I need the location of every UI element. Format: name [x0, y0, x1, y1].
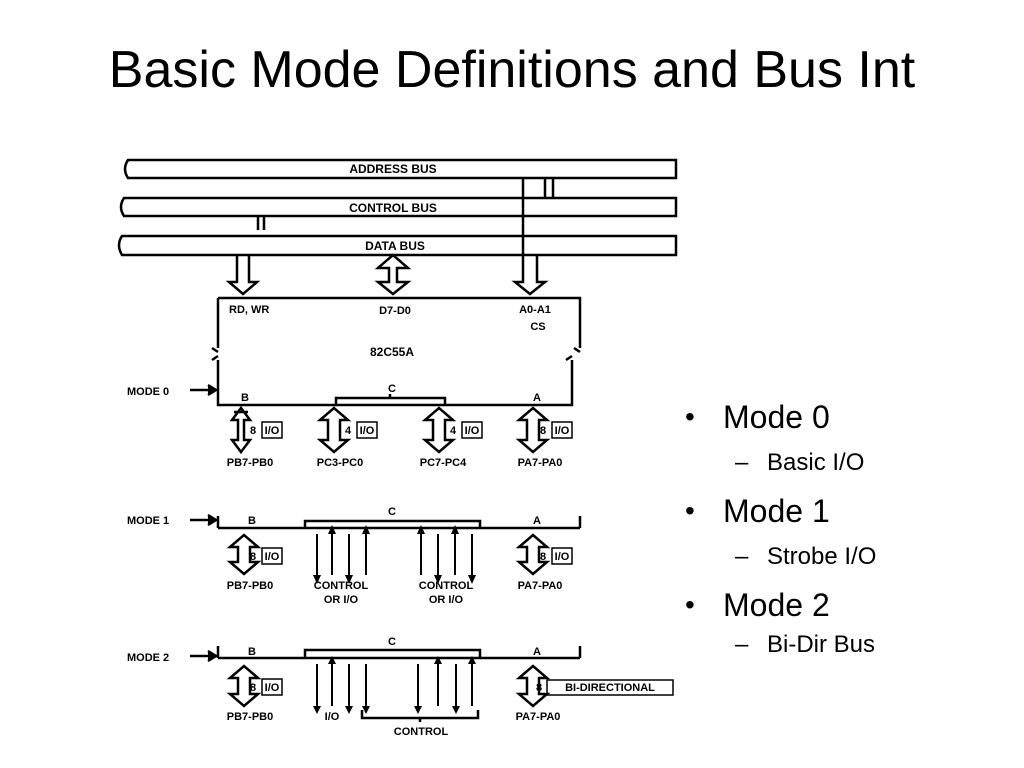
m1-ctrl-left-1: CONTROL — [314, 580, 369, 592]
mode-bullet-list: Mode 0 Basic I/O Mode 1 Strobe I/O Mode … — [683, 398, 1013, 674]
m2-pb-label: PB7-PB0 — [227, 711, 273, 723]
m1-a-width: 8 — [540, 551, 546, 563]
addr-arrow — [511, 178, 549, 296]
mode0-port-b: B — [241, 392, 249, 404]
m2-b-width: 8 — [250, 682, 256, 694]
address-bus — [123, 158, 678, 180]
m2-b-io: I/O — [265, 682, 280, 694]
mode1-port-a: A — [533, 515, 541, 527]
mode2-port-c: C — [388, 636, 396, 648]
m1-b-io: I/O — [265, 551, 280, 563]
mode0-c-bracket — [334, 394, 447, 405]
bullet-mode1: Mode 1 — [683, 492, 1013, 530]
m1-b-arrow — [226, 533, 262, 576]
m2-pa-label: PA7-PA0 — [516, 711, 561, 723]
bullet-mode2: Mode 2 — [683, 586, 1013, 624]
mode1-bus — [216, 516, 582, 530]
mode1-port-c: C — [388, 506, 396, 518]
mode0-port-c: C — [388, 383, 396, 395]
m0-pb-label: PB7-PB0 — [227, 457, 273, 469]
control-bus-label: CONTROL BUS — [349, 201, 437, 215]
cs-label: CS — [530, 321, 545, 333]
mode1-c-bracket — [303, 519, 482, 528]
chip-outline — [216, 296, 582, 407]
mode2-label: MODE 2 — [127, 652, 169, 664]
mode2-port-b: B — [248, 646, 256, 658]
slide-title: Basic Mode Definitions and Bus Int — [108, 41, 916, 99]
m0-cl-io: I/O — [360, 425, 375, 437]
chip-name: 82C55A — [370, 345, 414, 359]
data-arrow — [374, 253, 412, 296]
mode0-port-a: A — [533, 392, 541, 404]
m2-c-io-label: I/O — [325, 711, 340, 723]
sub-bullet-mode1: Strobe I/O — [683, 542, 1013, 572]
m0-a-width: 8 — [540, 425, 546, 437]
m2-a-width: 8 — [536, 682, 542, 694]
rd-wr-label: RD, WR — [229, 304, 269, 316]
mode2-bus — [216, 646, 582, 660]
m2-control-label: CONTROL — [394, 726, 449, 738]
m2-b-arrow — [226, 664, 262, 708]
bullet-mode0: Mode 0 — [683, 398, 1013, 436]
8255-mode-diagram: ADDRESS BUS CONTROL BUS DATA BUS RD, WR … — [117, 158, 678, 738]
m0-ch-width: 4 — [450, 425, 457, 437]
mode0-label: MODE 0 — [127, 386, 169, 398]
m1-ctrl-right-1: CONTROL — [419, 580, 474, 592]
m0-b-io: I/O — [265, 425, 280, 437]
mode1-port-b: B — [248, 515, 256, 527]
mode1-label: MODE 1 — [127, 515, 169, 527]
m1-ctrl-left-2: OR I/O — [324, 594, 359, 606]
mode2-control-bracket — [360, 710, 480, 722]
m0-pa-label: PA7-PA0 — [518, 457, 563, 469]
m0-cl-arrow — [316, 406, 352, 454]
m0-a-arrow — [515, 406, 551, 454]
control-bus — [119, 196, 678, 218]
m0-pch-label: PC7-PC4 — [420, 457, 467, 469]
m0-a-io: I/O — [555, 425, 570, 437]
m1-b-width: 8 — [250, 551, 256, 563]
address-bus-label: ADDRESS BUS — [349, 162, 436, 176]
m1-pb-label: PB7-PB0 — [227, 580, 273, 592]
rd-wr-arrow — [225, 255, 261, 296]
mode2-c-bracket — [303, 648, 482, 658]
m1-a-arrow — [515, 533, 551, 576]
m1-pa-label: PA7-PA0 — [518, 580, 563, 592]
data-bus-label: DATA BUS — [365, 239, 425, 253]
m1-ctrl-right-2: OR I/O — [429, 594, 464, 606]
control-bus-arrow — [256, 216, 266, 230]
m0-pcl-label: PC3-PC0 — [317, 457, 363, 469]
sub-bullet-mode2: Bi-Dir Bus — [683, 630, 1013, 660]
addr-pins-label: A0-A1 — [519, 304, 551, 316]
sub-bullet-mode0: Basic I/O — [683, 448, 1013, 478]
data-bus — [117, 234, 678, 257]
m0-b-arrow — [229, 405, 253, 455]
m0-cl-width: 4 — [345, 425, 352, 437]
data-pins-label: D7-D0 — [379, 305, 411, 317]
addr-arrow-2 — [543, 178, 555, 198]
m0-ch-io: I/O — [465, 425, 480, 437]
mode2-port-a: A — [533, 646, 541, 658]
m2-a-arrow — [515, 664, 551, 708]
m0-ch-arrow — [421, 406, 457, 454]
m0-b-width: 8 — [250, 425, 256, 437]
m1-a-io: I/O — [555, 551, 570, 563]
m2-bidir-label: BI-DIRECTIONAL — [565, 682, 655, 694]
